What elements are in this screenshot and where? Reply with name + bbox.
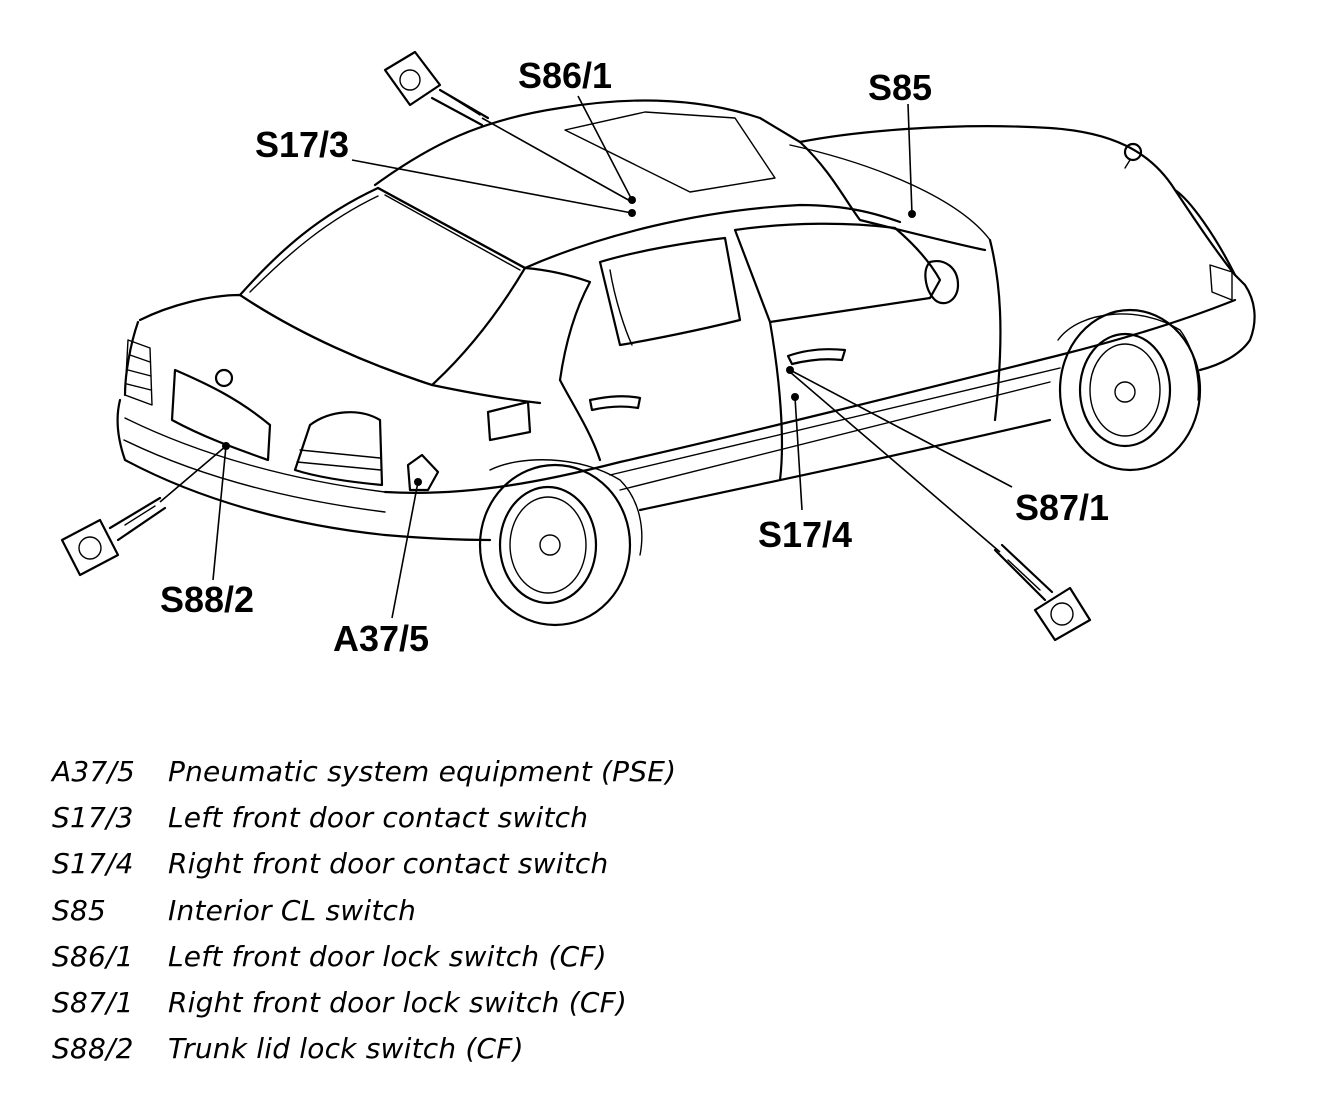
legend-desc: Right front door lock switch (CF) [168, 986, 628, 1020]
legend-code: S17/4 [52, 847, 134, 881]
legend-code: S17/3 [52, 800, 134, 834]
legend-code: A37/5 [52, 754, 136, 788]
legend-item: S17/4 Right front door contact switch [52, 841, 852, 887]
callout-s87-1: S87/1 [1015, 487, 1109, 528]
key-top-left [383, 50, 490, 127]
key-bottom-left [60, 496, 167, 577]
legend-desc: Trunk lid lock switch (CF) [168, 1032, 524, 1066]
key-bottom-right [993, 543, 1092, 642]
legend-item: S88/2 Trunk lid lock switch (CF) [52, 1026, 852, 1072]
callout-s85: S85 [868, 67, 932, 108]
callout-points [222, 196, 916, 486]
callout-s17-3: S17/3 [255, 124, 349, 165]
legend-item: S85 Interior CL switch [52, 887, 852, 933]
legend-desc: Right front door contact switch [168, 847, 609, 881]
legend-item: S17/3 Left front door contact switch [52, 794, 852, 840]
legend-item: S86/1 Left front door lock switch (CF) [52, 933, 852, 979]
legend-desc: Pneumatic system equipment (PSE) [168, 754, 677, 788]
legend-item: A37/5 Pneumatic system equipment (PSE) [52, 748, 852, 794]
front-wheel [1057, 308, 1202, 472]
legend-code: S85 [52, 893, 107, 927]
legend-desc: Left front door lock switch (CF) [168, 939, 607, 973]
car-body [116, 99, 1256, 542]
callout-s88-2: S88/2 [160, 579, 254, 620]
legend-item: S87/1 Right front door lock switch (CF) [52, 979, 852, 1025]
legend-code: S88/2 [52, 1032, 134, 1066]
car-diagram: S86/1 S85 S17/3 S87/1 S17/4 S88/2 A37/5 [60, 50, 1256, 659]
legend-code: S86/1 [52, 939, 134, 973]
rear-wheel [478, 459, 643, 627]
callout-s17-4: S17/4 [758, 514, 852, 555]
leader-lines [159, 95, 1013, 619]
callout-a37-5: A37/5 [333, 618, 429, 659]
legend-desc: Left front door contact switch [168, 800, 589, 834]
callout-s86-1: S86/1 [518, 55, 612, 96]
legend: A37/5 Pneumatic system equipment (PSE) S… [52, 748, 852, 1072]
legend-code: S87/1 [52, 986, 134, 1020]
legend-desc: Interior CL switch [168, 893, 417, 927]
